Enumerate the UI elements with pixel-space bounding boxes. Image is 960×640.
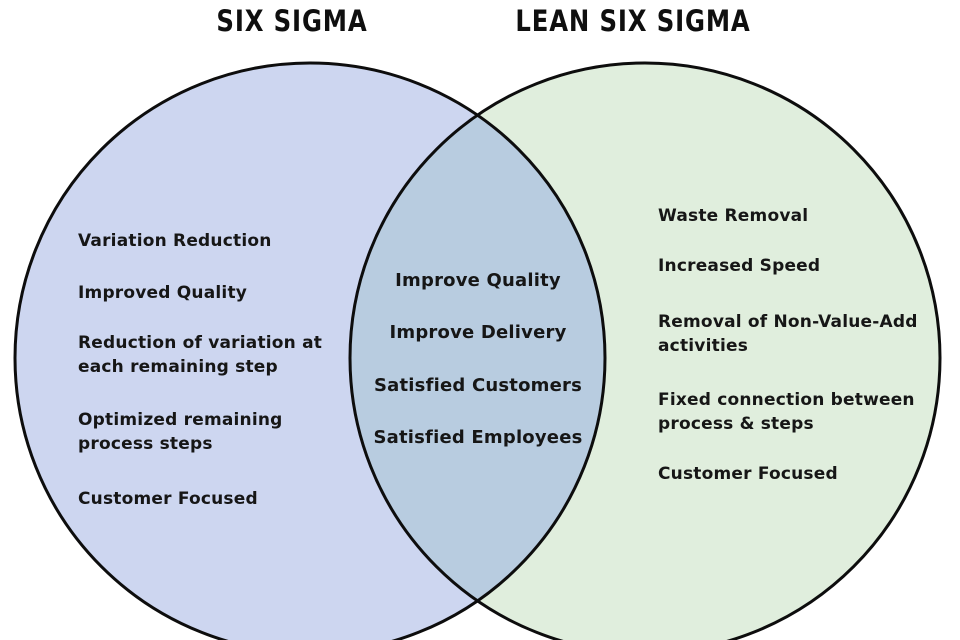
right-item-waste-removal: Waste Removal [658, 206, 809, 226]
left-item-reduction-of-variation: Reduction of variation at each remaining… [78, 333, 323, 377]
left-item-customer-focused: Customer Focused [78, 489, 258, 509]
overlap-item-improve-quality: Improve Quality [395, 270, 561, 291]
overlap-item-satisfied-customers: Satisfied Customers [373, 375, 583, 396]
left-circle-outline [13, 61, 607, 640]
overlap-region-fill [350, 63, 605, 640]
left-item-optimized-remaining: Optimized remaining process steps [78, 410, 283, 454]
right-item-customer-focused: Customer Focused [658, 464, 838, 484]
left-circle-title: SIX SIGMA [216, 4, 368, 38]
left-item-variation-reduction: Variation Reduction [78, 231, 272, 251]
right-circle-outline [348, 61, 942, 640]
overlap-item-improve-delivery: Improve Delivery [389, 322, 567, 343]
overlap-item-satisfied-employees: Satisfied Employees [373, 427, 583, 448]
right-circle-title: LEAN SIX SIGMA [515, 4, 751, 38]
right-item-removal-non-value-add: Removal of Non-Value-Add activities [658, 312, 918, 356]
right-item-fixed-connection: Fixed connection between process & steps [658, 390, 915, 434]
left-item-improved-quality: Improved Quality [78, 283, 248, 303]
right-item-increased-speed: Increased Speed [658, 256, 821, 276]
